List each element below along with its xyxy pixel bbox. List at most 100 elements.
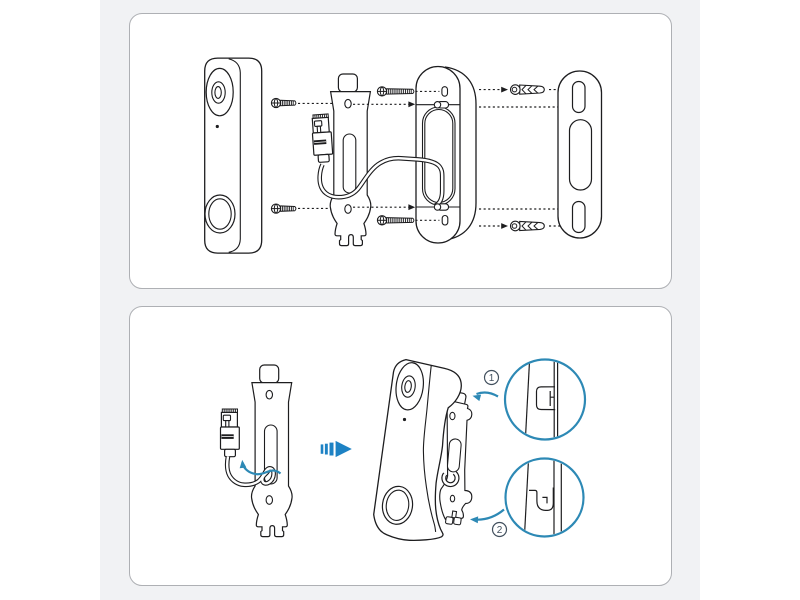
bracket-screw-top (270, 97, 297, 109)
tilted-doorbell-g3-ellipse1 (395, 362, 425, 411)
mounting-bracket-use1 (329, 73, 372, 247)
mounting-bracket-with-cable-path4 (225, 456, 275, 486)
hook-detail-callout-top-g2-path2 (553, 360, 559, 439)
wedge-catch-top (433, 101, 450, 109)
bracket-screw-bottom (270, 203, 297, 214)
tilted-doorbell-g3-ellipse2 (401, 375, 416, 398)
wedge-screw-bottom (376, 215, 415, 226)
wedge-catch-top-circle2 (433, 101, 442, 109)
leader-bracket-top (353, 101, 416, 108)
exploded-view-drawing (204, 57, 603, 254)
hook-detail-callout-bottom-g2-path4 (542, 496, 548, 504)
tilted-doorbell-path2 (422, 365, 437, 533)
bracket-shape-use1 (250, 364, 293, 538)
fast-forward-arrow-icon-rect1 (320, 444, 324, 454)
doorbell-unit-use1 (204, 57, 263, 254)
ethernet-connector-use1 (310, 113, 334, 164)
leader-bracket-top-use2 (408, 101, 416, 108)
hook-detail-callout-top-g2-path1 (524, 361, 531, 438)
hook-detail-callout-bottom-g2-path2 (553, 459, 562, 536)
cable-routing-arrow (238, 459, 282, 476)
leader-anchor-bottom (479, 223, 576, 229)
hook-detail-callout-top-circle1 (503, 358, 587, 441)
back-plate-rect2 (571, 80, 586, 114)
hook-detail-callout-top-g2-path3 (535, 386, 556, 411)
wall-anchor-bottom-use1 (509, 220, 545, 232)
ethernet-cable (317, 155, 445, 208)
hook-detail-callout-bottom-g2-path1 (523, 459, 530, 536)
step-1-arrow-path1 (476, 391, 499, 398)
bracket-feet-rect3 (453, 516, 462, 526)
fast-forward-arrow-icon-rect3 (329, 442, 334, 456)
step-1-arrow (471, 391, 499, 402)
ethernet-connector-2 (219, 408, 240, 458)
tilted-doorbell-g3-ellipse3 (404, 380, 412, 393)
hook-detail-callout-top-g2 (524, 360, 559, 439)
bracket-behind-g5-rect1 (446, 438, 462, 473)
wedge-screw-top-use1 (376, 86, 415, 97)
wedge-catch-bottom-circle2 (433, 203, 442, 211)
cable-routing-arrow-use2 (238, 459, 247, 469)
ethernet-connector (310, 113, 334, 164)
step-1-badge-circle1 (483, 369, 500, 386)
back-plate-rect4 (571, 200, 586, 234)
wedge-catch-bottom (433, 203, 450, 211)
angle-wedge-mount (415, 65, 477, 244)
step-2-badge-circle1 (491, 521, 508, 538)
wall-anchor-bottom (509, 220, 545, 232)
step-2-arrow-use2 (469, 516, 479, 524)
bracket-behind-ellipse3 (449, 411, 456, 421)
back-plate (557, 70, 603, 239)
tilted-doorbell-circle4 (402, 417, 407, 422)
bracket-behind-ellipse4 (449, 494, 456, 503)
tilted-doorbell-g3 (395, 362, 425, 411)
bracket-screw-bottom-use1 (270, 203, 297, 214)
attachment-steps-drawing: 1 2 (219, 358, 587, 542)
wall-anchor-top (509, 84, 545, 95)
hook-detail-callout-bottom-g2-path3 (529, 487, 554, 511)
doorbell-on-bracket (373, 358, 473, 542)
wall-anchor-top-use1 (509, 84, 545, 95)
wedge-screw-bottom-use1 (376, 215, 415, 226)
fast-forward-arrow-icon (320, 440, 352, 458)
angle-wedge-mount-rect6 (441, 86, 449, 97)
leader-bracket-bottom (353, 204, 416, 211)
ethernet-connector-2-use1 (219, 408, 240, 458)
ethernet-cable-path2 (318, 157, 444, 207)
hook-detail-callout-bottom (504, 457, 585, 538)
angle-wedge-mount-rect7 (441, 214, 449, 226)
bracket-feet (445, 510, 462, 526)
hook-detail-callout-top (503, 358, 587, 441)
bracket-feet-rect1 (451, 510, 458, 519)
step-2-badge: 2 (491, 521, 508, 538)
hook-detail-callout-top-g2-path4 (549, 391, 555, 406)
cable-loop (441, 470, 460, 488)
tilted-doorbell-g5-ellipse2 (385, 489, 410, 521)
hook-detail-callout-bottom-g2 (523, 459, 562, 536)
mounting-bracket (329, 73, 372, 247)
leader-anchor-top-use2 (501, 86, 508, 93)
step-1-badge: 1 (483, 369, 500, 386)
doorbell-unit (204, 57, 263, 254)
bracket-behind-g5 (446, 438, 462, 473)
fast-forward-arrow-icon-rect2 (324, 443, 328, 455)
wedge-screw-top (376, 86, 415, 97)
bracket-shape (250, 364, 293, 538)
step-1-label: 1 (489, 373, 495, 384)
panel-exploded-view (129, 13, 672, 289)
cable-loop-path2 (442, 471, 459, 486)
tilted-doorbell (373, 358, 462, 542)
bracket-feet-rect2 (445, 516, 454, 525)
bracket-behind (439, 391, 473, 526)
fast-forward-arrow-icon-polygon4 (335, 440, 352, 458)
step-2-arrow-path1 (474, 508, 505, 521)
leader-anchor-bottom-use2 (501, 223, 508, 229)
step-2-arrow (469, 508, 505, 524)
back-plate-rect3 (568, 119, 593, 191)
step-2-label: 2 (497, 525, 503, 536)
leader-bracket-bottom-use2 (408, 204, 416, 211)
mounting-bracket-with-cable (219, 364, 293, 538)
tilted-doorbell-g5-ellipse1 (381, 485, 414, 525)
bracket-screw-top-use1 (270, 97, 297, 109)
tilted-doorbell-g5 (381, 485, 414, 525)
